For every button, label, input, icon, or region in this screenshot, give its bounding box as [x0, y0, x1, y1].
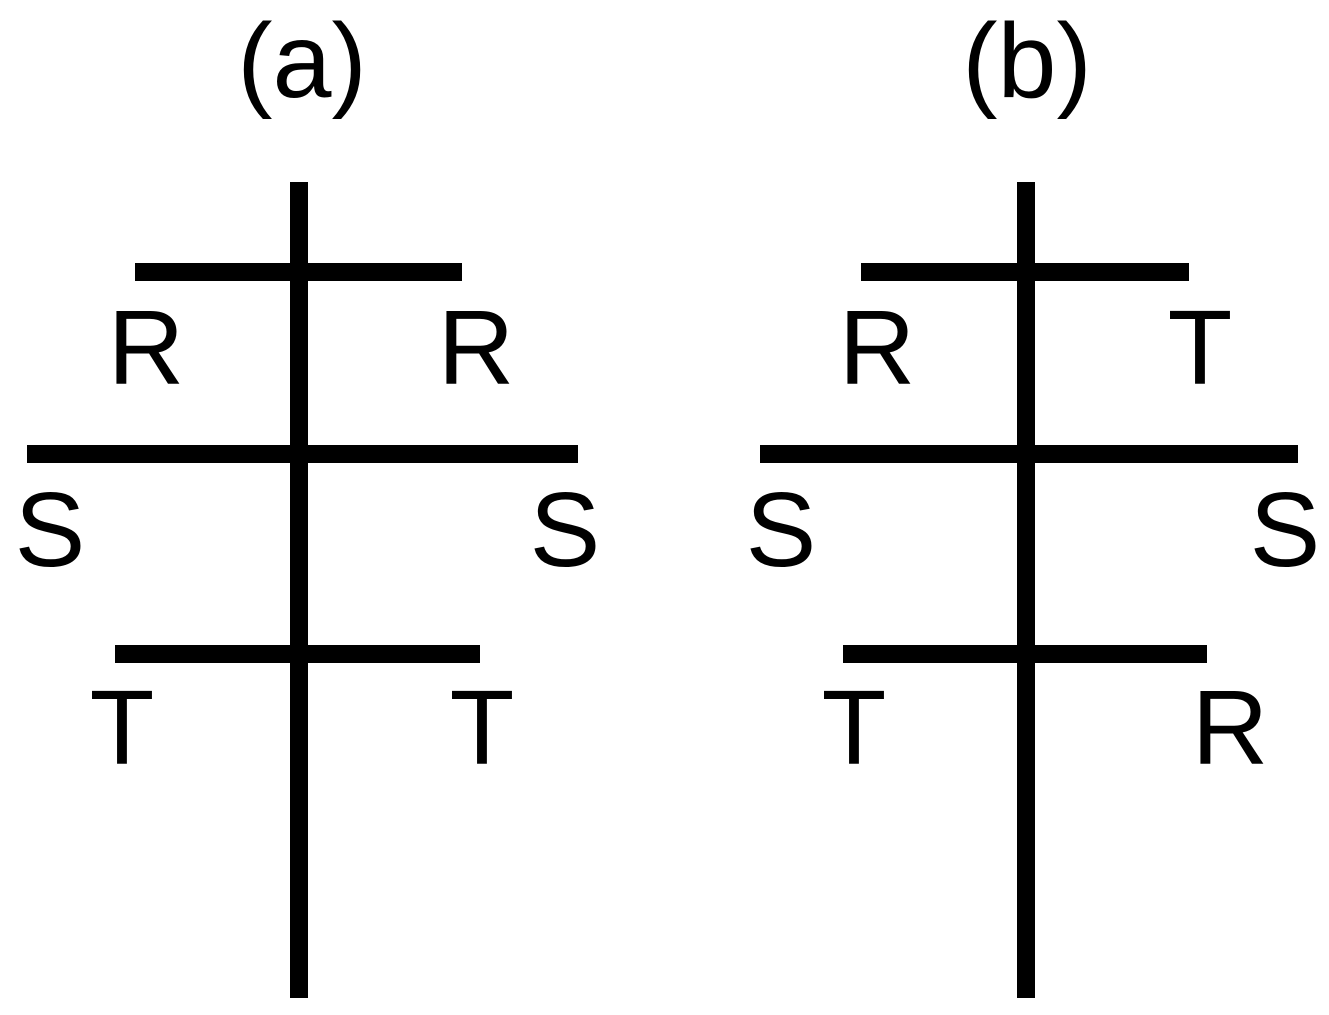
phase-label-top-right: R — [437, 289, 515, 407]
phase-label-top-left: R — [107, 289, 185, 407]
crossarm-line-middle — [27, 445, 578, 463]
phase-label-bottom-right: R — [1191, 669, 1269, 787]
crossarm-line-top — [861, 263, 1189, 281]
pole-line — [290, 182, 308, 998]
panel-a-title: (a) — [237, 2, 367, 120]
phase-label-middle-left: S — [745, 471, 817, 589]
crossarm-line-bottom — [843, 645, 1207, 663]
phase-label-middle-left: S — [14, 471, 86, 589]
phase-label-middle-right: S — [529, 471, 601, 589]
panel-b-title: (b) — [962, 2, 1092, 120]
crossarm-line-bottom — [115, 645, 480, 663]
phase-label-top-right: T — [1167, 289, 1233, 407]
phase-label-top-left: R — [838, 289, 916, 407]
phase-label-bottom-left: T — [89, 669, 155, 787]
crossarm-line-top — [135, 263, 462, 281]
pole-line — [1017, 182, 1035, 998]
phase-label-bottom-right: T — [449, 669, 515, 787]
phase-label-bottom-left: T — [821, 669, 887, 787]
crossarm-line-middle — [760, 445, 1298, 463]
phase-label-middle-right: S — [1249, 471, 1321, 589]
